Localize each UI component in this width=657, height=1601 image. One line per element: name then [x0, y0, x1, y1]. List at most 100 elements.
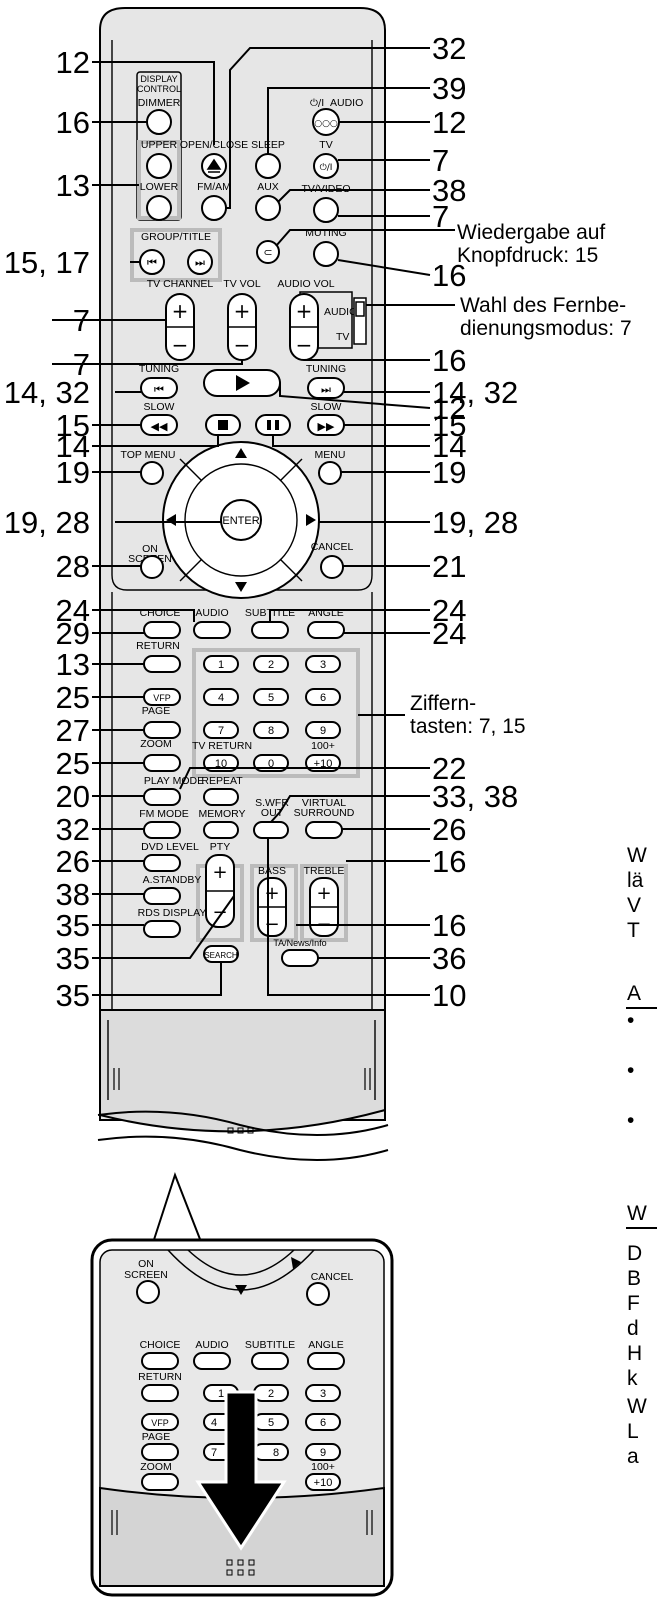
- tv-return-label: TV RETURN: [192, 740, 252, 752]
- svg-text:2: 2: [268, 1388, 274, 1400]
- swfr-out-button[interactable]: [253, 821, 289, 839]
- virtual-label-2: SURROUND: [294, 807, 355, 819]
- inset-vfp-button[interactable]: [141, 1413, 179, 1431]
- callout-right-9: 12: [432, 391, 466, 426]
- plus100-label: 100+: [311, 740, 335, 752]
- digit-key-6[interactable]: [305, 688, 341, 706]
- cropped-text-10: B: [627, 1267, 641, 1290]
- callout-right-6: 16: [432, 258, 466, 293]
- tv-label: TV: [319, 139, 332, 151]
- aux-button[interactable]: [255, 195, 281, 221]
- repeat-button[interactable]: [203, 788, 239, 806]
- inset-digit-key-6[interactable]: [305, 1413, 341, 1431]
- dimmer-button[interactable]: [146, 109, 172, 135]
- inset-cancel-button[interactable]: [306, 1282, 330, 1306]
- svg-text:2: 2: [268, 659, 274, 671]
- return-label: RETURN: [136, 640, 180, 652]
- fm-mode-button[interactable]: [143, 821, 181, 839]
- one-touch-icon: ⊂: [263, 246, 272, 259]
- svg-text:SCREEN: SCREEN: [124, 1269, 168, 1281]
- grip-lines-right: [364, 1068, 371, 1090]
- memory-button[interactable]: [203, 821, 239, 839]
- inset-page-button[interactable]: [141, 1443, 179, 1461]
- inset-audio-button[interactable]: [193, 1352, 231, 1370]
- digit-key-8[interactable]: [253, 721, 289, 739]
- upper-button[interactable]: [146, 153, 172, 179]
- inset-return-button[interactable]: [141, 1384, 179, 1402]
- digit-key-3[interactable]: [305, 655, 341, 673]
- digit-key-9[interactable]: [305, 721, 341, 739]
- dvd-level-button[interactable]: [143, 854, 181, 872]
- fm-mode-label: FM MODE: [139, 808, 189, 820]
- inset-zoom-button[interactable]: [141, 1473, 179, 1491]
- digit-key-4[interactable]: [203, 688, 239, 706]
- cropped-text-17: a: [627, 1445, 639, 1468]
- menu-button[interactable]: [318, 461, 342, 485]
- ta-news-button[interactable]: [281, 949, 319, 967]
- return-button[interactable]: [143, 655, 181, 673]
- angle-button[interactable]: [307, 621, 345, 639]
- fm-am-button[interactable]: [201, 195, 227, 221]
- digit-key-7[interactable]: [203, 721, 239, 739]
- inset-digit-key-9[interactable]: [305, 1443, 341, 1461]
- muting-button[interactable]: [313, 241, 339, 267]
- rewind-icon: ◀◀: [151, 420, 168, 433]
- on-screen-button[interactable]: [140, 555, 164, 579]
- inset-angle-button[interactable]: [307, 1352, 345, 1370]
- tuning-up-button[interactable]: [307, 377, 345, 399]
- audio-button[interactable]: [193, 621, 231, 639]
- svg-text:+: +: [296, 299, 313, 323]
- inset-choice-button[interactable]: [141, 1352, 179, 1370]
- callout-right-5: 7: [432, 199, 449, 234]
- callout-left-13: 29: [56, 616, 90, 651]
- svg-text:+10: +10: [314, 1477, 333, 1489]
- inset-plus10-button[interactable]: [305, 1473, 341, 1491]
- inset-digit-key-8[interactable]: [253, 1443, 289, 1461]
- cancel-button[interactable]: [320, 555, 344, 579]
- top-menu-button[interactable]: [140, 461, 164, 485]
- play-mode-button[interactable]: [143, 788, 181, 806]
- audio-label: AUDIO: [195, 607, 228, 619]
- digit-key-1[interactable]: [203, 655, 239, 673]
- digit-key-5[interactable]: [253, 688, 289, 706]
- cropped-text-15: W: [627, 1395, 647, 1418]
- inset-digit-key-3[interactable]: [305, 1384, 341, 1402]
- page-button[interactable]: [143, 721, 181, 739]
- a-standby-button[interactable]: [143, 887, 181, 905]
- swfr-label-2: OUT: [261, 807, 284, 819]
- inset-on-screen-button[interactable]: [136, 1280, 160, 1304]
- one-touch-play-button[interactable]: [256, 240, 280, 264]
- tv-video-button[interactable]: [313, 197, 339, 223]
- virtual-surround-button[interactable]: [305, 821, 343, 839]
- tuning-down-button[interactable]: [140, 377, 178, 399]
- enter-button[interactable]: [220, 499, 262, 541]
- lower-button[interactable]: [146, 195, 172, 221]
- rds-display-button[interactable]: [143, 920, 181, 938]
- fastforward-icon: ▶▶: [318, 420, 335, 433]
- group-next-button[interactable]: [187, 249, 213, 275]
- pause-button[interactable]: [255, 414, 291, 436]
- zoom-button[interactable]: [143, 754, 181, 772]
- svg-text:CONTROL: CONTROL: [137, 84, 181, 94]
- dimmer-label: DIMMER: [138, 97, 181, 109]
- callout-right-10: 15: [432, 408, 466, 443]
- sleep-button[interactable]: [255, 153, 281, 179]
- inset-subtitle-button[interactable]: [251, 1352, 289, 1370]
- tv-power-button[interactable]: [313, 153, 339, 179]
- fm-am-label: FM/AM: [197, 181, 231, 193]
- callout-right-14: 21: [432, 549, 466, 584]
- stop-icon: [218, 420, 228, 430]
- svg-text:7: 7: [211, 1447, 217, 1459]
- svg-text:+: +: [212, 862, 227, 883]
- subtitle-button[interactable]: [251, 621, 289, 639]
- cropped-text-4: A: [627, 982, 641, 1005]
- choice-button[interactable]: [143, 621, 181, 639]
- callout-right-4: 38: [432, 173, 466, 208]
- callout-left-17: 25: [56, 746, 90, 781]
- digit-key-2[interactable]: [253, 655, 289, 673]
- svg-text:3: 3: [320, 1388, 326, 1400]
- page-label: PAGE: [142, 705, 170, 717]
- callout-left-0: 12: [56, 45, 90, 80]
- callout-right-13: 19, 28: [432, 505, 518, 540]
